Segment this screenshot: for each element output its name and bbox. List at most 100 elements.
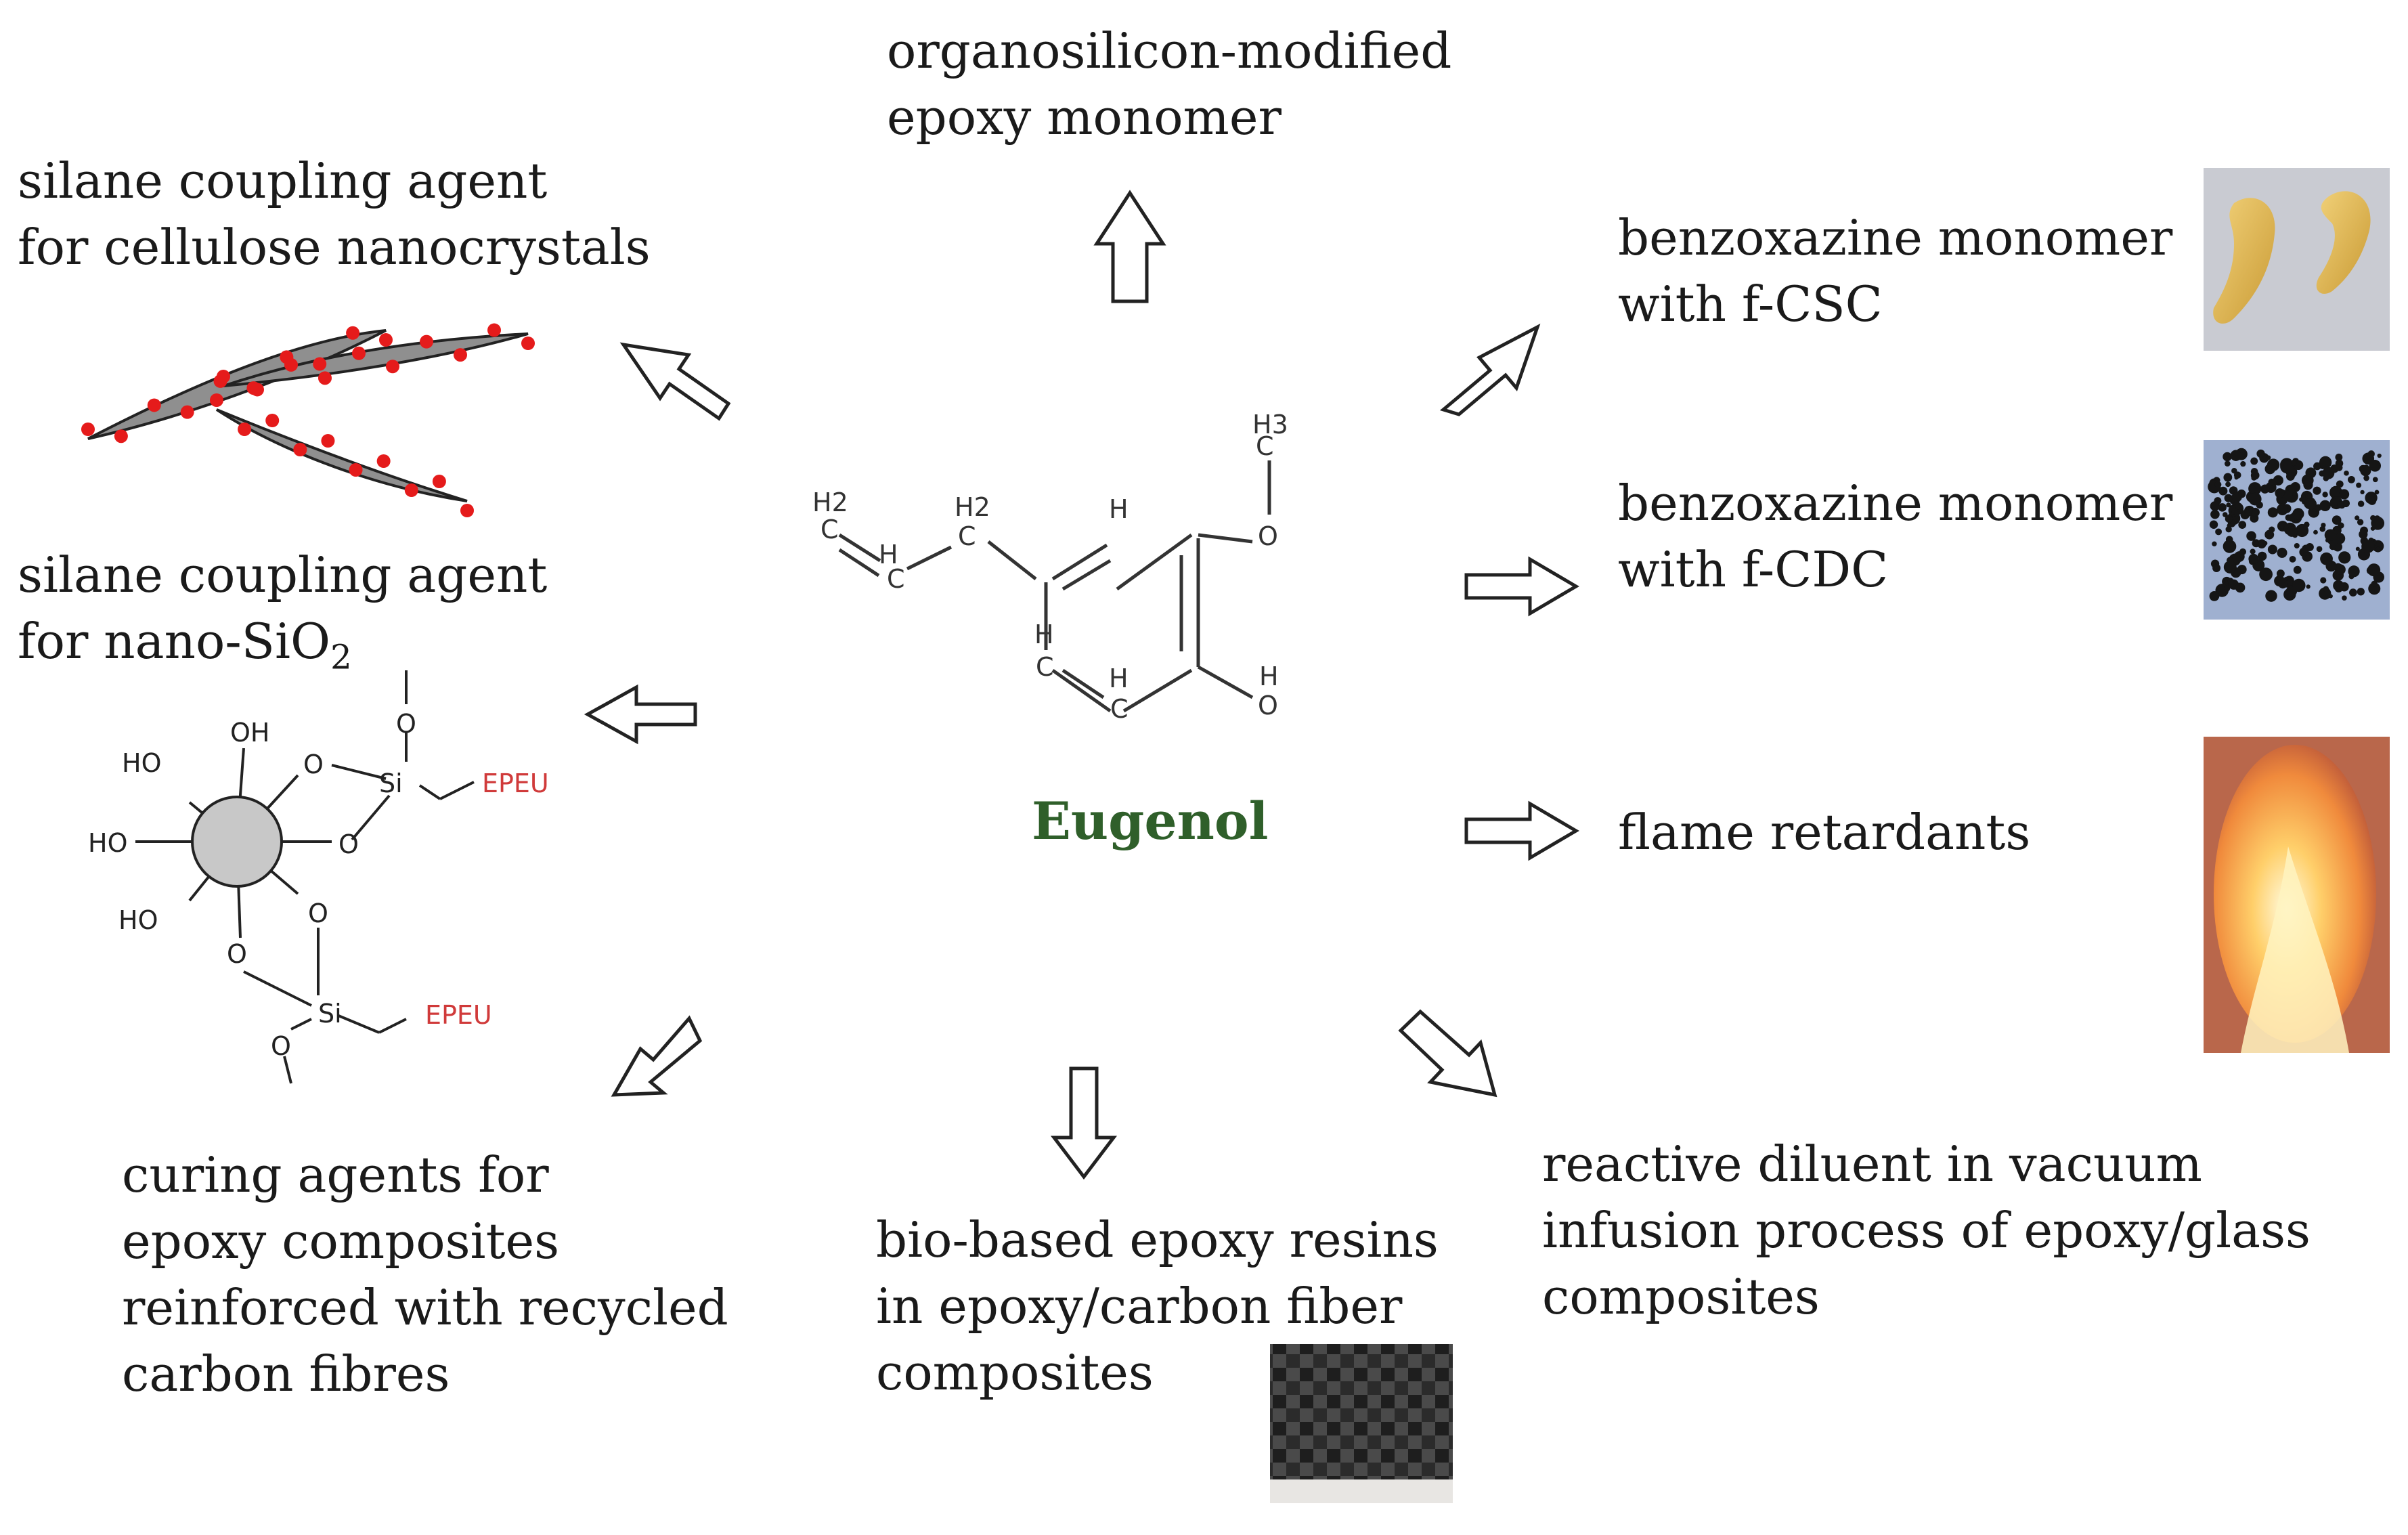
functional-group-dot: [284, 358, 298, 372]
atom-label: H: [1109, 494, 1129, 524]
powder-speck: [2337, 501, 2344, 509]
powder-speck: [2214, 481, 2222, 488]
powder-speck: [2253, 541, 2259, 547]
functional-group-dot: [487, 323, 501, 337]
powder-speck: [2209, 591, 2220, 601]
powder-speck: [2361, 540, 2375, 553]
hydroxyl-label: HO: [122, 748, 161, 778]
powder-speck: [2267, 544, 2277, 555]
label-line: reactive diluent in vacuum: [1542, 1136, 2202, 1192]
powder-speck: [2264, 463, 2276, 475]
powder-speck: [2305, 493, 2311, 499]
powder-speck: [2347, 475, 2355, 483]
atom-label: O: [1258, 691, 1278, 720]
label-line: silane coupling agent: [18, 152, 548, 209]
powder-speck: [2223, 561, 2237, 574]
functional-group-dot: [454, 348, 467, 362]
eugenol-atom-labels: H2 H2 H H3 O O H H H H C C C C C C: [812, 410, 1288, 724]
label-benzoxazine-csc: benzoxazine monomer with f-CSC: [1618, 204, 2172, 337]
powder-speck: [2355, 546, 2360, 551]
label-line: carbon fibres: [122, 1345, 450, 1402]
powder-speck: [2287, 577, 2293, 582]
atom-label: O: [1258, 521, 1278, 551]
powder-speck: [2210, 501, 2220, 511]
label-line: for nano-SiO2: [18, 608, 547, 690]
powder-speck: [2374, 490, 2380, 495]
powder-speck: [2235, 502, 2242, 510]
functional-group-dot: [114, 429, 128, 444]
label-line: with f-CDC: [1618, 541, 1889, 598]
powder-speck: [2359, 529, 2368, 539]
powder-speck: [2342, 499, 2350, 508]
oxygen-label: O: [227, 939, 247, 969]
functional-group-dot: [293, 443, 307, 456]
powder-speck: [2257, 539, 2267, 548]
silicon-label: Si: [318, 999, 342, 1029]
bond: [838, 548, 880, 578]
functional-group-dot: [321, 434, 335, 448]
powder-speck: [2214, 567, 2218, 571]
powder-speck: [2256, 449, 2265, 458]
powder-speck: [2225, 460, 2231, 467]
powder-speck: [2246, 531, 2256, 541]
powder-speck: [2223, 473, 2233, 482]
powder-speck: [2377, 453, 2382, 458]
functional-group-dot: [346, 326, 360, 340]
powder-speck: [2276, 569, 2285, 578]
oxygen-label: O: [303, 750, 324, 779]
atom-label: H3: [1252, 410, 1288, 439]
functional-group-dot: [352, 346, 366, 360]
powder-speck: [2323, 586, 2329, 592]
powder-speck: [2250, 457, 2258, 465]
powder-speck: [2320, 577, 2327, 584]
bond: [906, 545, 953, 571]
label-line: flame retardants: [1618, 804, 2031, 861]
functional-group-dot: [376, 454, 391, 468]
atom-label: H: [1259, 662, 1279, 691]
powder-speck: [2334, 532, 2346, 544]
sio2-particle: [191, 796, 283, 888]
powder-speck: [2368, 582, 2381, 595]
powder-speck: [2360, 465, 2371, 477]
powder-speck: [2319, 525, 2326, 532]
powder-speck: [2267, 507, 2278, 518]
hydroxyl-label: HO: [118, 905, 158, 935]
label-line: benzoxazine monomer: [1618, 475, 2173, 532]
arrow-right-icon: [1464, 556, 1579, 617]
oxygen-label: O: [271, 1031, 291, 1061]
label-line: reinforced with recycled: [122, 1279, 728, 1336]
powder-speck: [2319, 456, 2332, 469]
powder-speck: [2238, 521, 2247, 529]
powder-speck: [2257, 551, 2267, 561]
arrow-down-icon: [1050, 1066, 1118, 1180]
nanocrystal-rod: [215, 408, 468, 502]
label-benzoxazine-cdc: benzoxazine monomer with f-CDC: [1618, 470, 2172, 603]
label-organosilicon: organosilicon-modified epoxy monomer: [887, 18, 1451, 150]
label-line: in epoxy/carbon fiber: [876, 1278, 1403, 1335]
label-line: composites: [876, 1344, 1154, 1401]
bond: [838, 533, 881, 563]
functional-group-dot: [250, 383, 264, 397]
powder-speck: [2301, 474, 2314, 487]
powder-speck: [2274, 575, 2285, 587]
atom-label: H2: [812, 488, 848, 517]
label-line: bio-based epoxy resins: [876, 1211, 1439, 1268]
atom-label: C: [1256, 431, 1274, 461]
label-line: infusion process of epoxy/glass: [1542, 1202, 2311, 1259]
powder-speck: [2291, 460, 2297, 467]
functional-group-dot: [349, 463, 363, 477]
powder-speck: [2295, 523, 2309, 538]
label-line: epoxy monomer: [887, 89, 1282, 146]
label-line: epoxy composites: [122, 1213, 560, 1270]
bond: [1061, 668, 1105, 699]
atom-label: C: [1036, 652, 1054, 682]
powder-speck: [2277, 547, 2287, 558]
powder-speck: [2360, 490, 2365, 495]
powder-speck: [2292, 492, 2297, 497]
powder-speck: [2250, 507, 2260, 517]
arrow-upper-left-icon: [619, 342, 731, 421]
powder-speck: [2227, 523, 2231, 528]
powder-speck: [2299, 547, 2308, 557]
powder-speck: [2305, 542, 2314, 551]
